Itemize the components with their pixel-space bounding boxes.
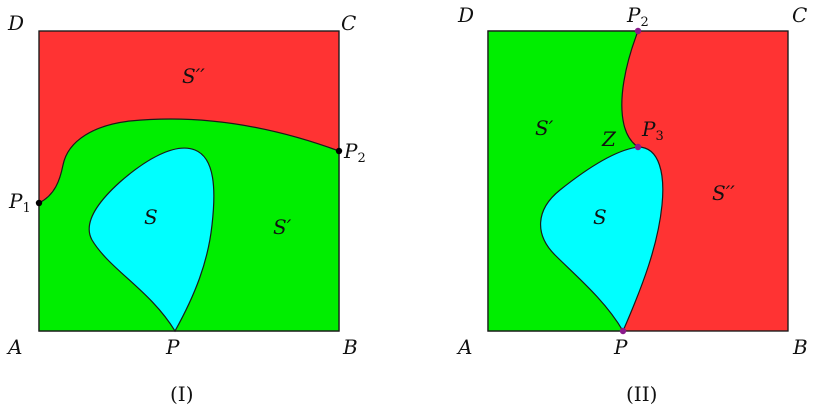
- fig1-dot-p1: [35, 199, 43, 207]
- fig2-label-P3: P3: [641, 117, 664, 144]
- fig2-dot-p3: [634, 143, 642, 151]
- fig2-label-P3-sub: 3: [655, 129, 663, 144]
- fig2-dot-p: [619, 327, 627, 335]
- fig2-label-S: S: [593, 205, 607, 229]
- fig2-label-P3-base: P: [641, 117, 656, 141]
- fig2-label-P: P: [613, 335, 628, 359]
- fig1-label-S2: S′′: [182, 64, 205, 88]
- fig1-label-B: B: [342, 335, 358, 359]
- fig2-label-P2-base: P: [626, 3, 641, 27]
- fig1-square-outline: [38, 30, 340, 332]
- fig2-label-B: B: [792, 335, 808, 359]
- fig1-caption: (I): [170, 382, 194, 406]
- fig1-label-A: A: [6, 335, 22, 359]
- fig2-label-S2: S′′: [712, 181, 735, 205]
- fig2-label-Z: Z: [601, 127, 617, 151]
- figure-1: D C A B P P1 P2 S′′ S S′ (I): [6, 11, 366, 406]
- fig1-dot-p2: [335, 147, 343, 155]
- fig1-label-C: C: [341, 11, 356, 35]
- fig1-label-P2: P2: [343, 139, 366, 166]
- figure-2: D C A B P P2 P3 Z S′ S S′′ (II): [456, 3, 808, 406]
- fig1-label-P2-sub: 2: [357, 151, 365, 166]
- fig2-label-A: A: [456, 335, 472, 359]
- fig2-dot-p2: [634, 27, 642, 35]
- fig2-label-D: D: [457, 3, 474, 27]
- fig1-label-S: S: [144, 205, 158, 229]
- fig1-label-P1: P1: [8, 189, 31, 216]
- fig1-label-S1: S′: [273, 215, 292, 239]
- fig2-label-P2: P2: [626, 3, 649, 30]
- fig2-label-S1: S′: [535, 116, 554, 140]
- fig1-label-P1-sub: 1: [22, 201, 30, 216]
- fig1-label-P: P: [165, 335, 180, 359]
- fig1-label-P1-base: P: [8, 189, 23, 213]
- fig2-caption: (II): [626, 382, 657, 406]
- fig2-label-C: C: [792, 3, 807, 27]
- fig1-label-D: D: [7, 11, 24, 35]
- fig2-region-cyan: [540, 146, 664, 333]
- fig1-region-cyan: [88, 147, 215, 333]
- fig2-label-P2-sub: 2: [640, 15, 648, 30]
- fig1-label-P2-base: P: [343, 139, 358, 163]
